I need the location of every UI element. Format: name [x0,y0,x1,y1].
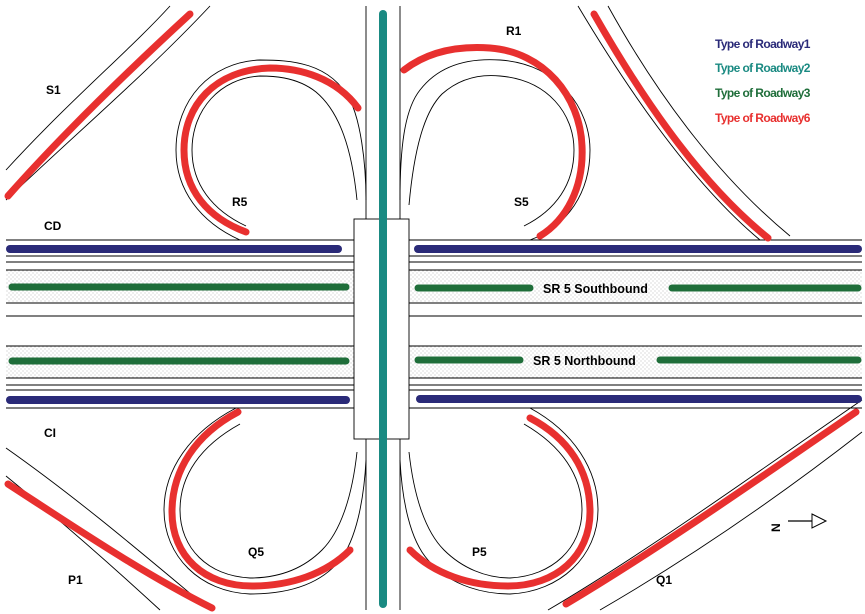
label-q1: Q1 [656,573,672,587]
legend-item-roadway1: Type of Roadway1 [715,37,811,51]
legend-item-roadway3: Type of Roadway3 [715,86,811,100]
label-p1: P1 [68,573,83,587]
ramp-labels: R1 S1 R5 S5 CD CI Q5 P5 P1 Q1 [44,24,672,587]
label-s5: S5 [514,195,529,209]
roadway-type3 [8,283,862,365]
legend: Type of Roadway1 Type of Roadway2 Type o… [715,37,811,125]
legend-item-roadway6: Type of Roadway6 [715,111,811,125]
ramp-p5-loop [406,414,594,590]
ramp-s1-curve [4,10,194,200]
roadway-type6-ramps [4,10,860,612]
ramp-p1-curve [4,480,216,612]
label-r1: R1 [506,24,522,38]
north-letter: N [769,523,783,532]
roadway-type1 [6,245,862,404]
label-southbound: SR 5 Southbound [543,282,648,296]
label-ci: CI [44,426,56,440]
label-r5: R5 [232,195,248,209]
ramp-s5-diagonal [590,10,772,242]
label-s1: S1 [46,83,61,97]
label-cd: CD [44,219,62,233]
legend-item-roadway2: Type of Roadway2 [715,61,811,75]
ramp-r5-loop [180,64,362,236]
ramp-q5-loop [168,408,354,590]
label-q5: Q5 [248,545,264,559]
ramp-q1-curve [562,408,860,608]
label-northbound: SR 5 Northbound [533,354,636,368]
north-arrow: N [769,513,828,532]
label-p5: P5 [472,545,487,559]
arrow-right-icon [788,513,828,529]
ramp-r1-loop [400,44,586,240]
